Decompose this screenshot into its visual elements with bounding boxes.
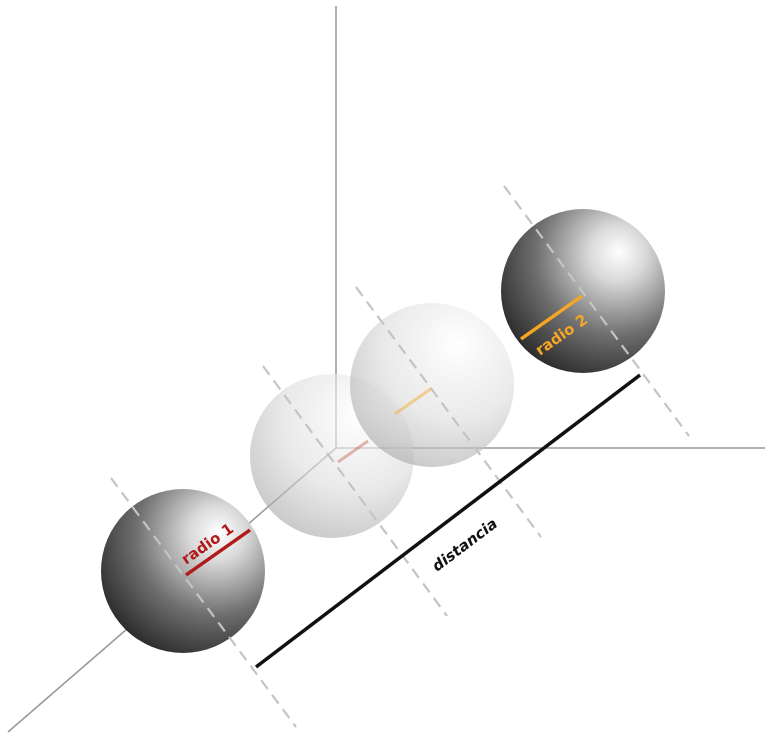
guide-line <box>355 286 542 538</box>
guide-line <box>110 477 297 728</box>
distance-line <box>254 373 642 669</box>
ghost-radius-red <box>337 439 369 464</box>
sphere-1 <box>101 489 265 653</box>
distance-label: distancia <box>429 515 501 576</box>
guide-line <box>503 185 690 437</box>
sphere-ghost-b <box>350 303 514 467</box>
dashed-guides <box>110 185 690 728</box>
ghost-radii <box>337 386 433 464</box>
radius-2-line <box>519 294 584 341</box>
guide-line <box>262 365 448 617</box>
ghost-radius-orange <box>394 386 433 416</box>
radius-1-line <box>184 528 252 577</box>
ghost-spheres <box>250 303 514 538</box>
